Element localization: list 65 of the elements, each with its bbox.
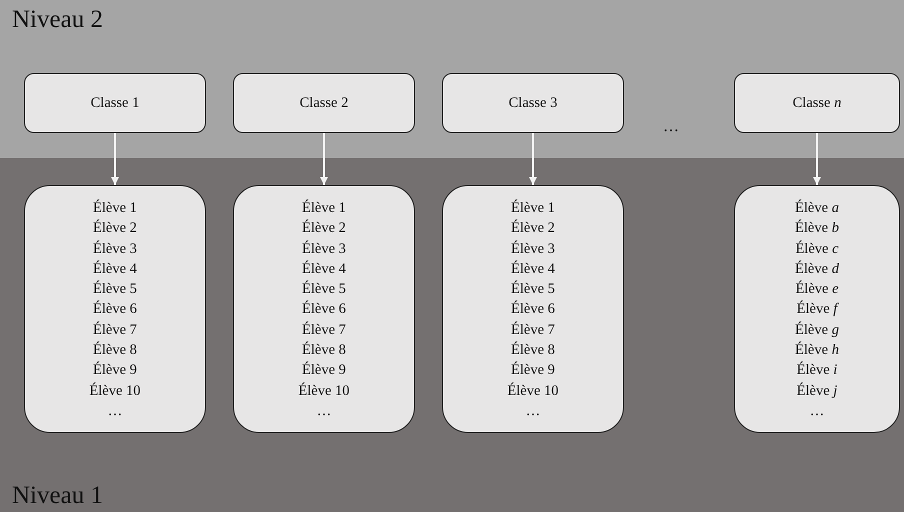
student-name: … <box>316 402 332 421</box>
student-name: Élève 3 <box>93 240 137 259</box>
student-name: … <box>526 402 540 421</box>
student-name: Élève 2 <box>93 218 137 238</box>
student-name: Élève 1 <box>511 198 555 218</box>
class-name: Classe n <box>792 94 842 113</box>
student-list-box <box>442 185 624 433</box>
class-name: Classe 3 <box>508 94 558 113</box>
class-box <box>442 73 624 133</box>
student-name: Élève 8 <box>93 340 137 360</box>
student-name: Élève 3 <box>302 240 346 259</box>
student-name: Élève g <box>795 320 839 340</box>
student-name: Élève 9 <box>511 360 555 380</box>
level-band <box>0 158 904 512</box>
student-name: Élève 3 <box>511 240 555 259</box>
student-name: Élève b <box>795 218 839 238</box>
student-name: Élève 2 <box>511 218 555 238</box>
arrow <box>529 133 537 185</box>
arrow <box>320 133 328 185</box>
student-name: Élève 4 <box>93 260 137 279</box>
student-name: Élève 7 <box>302 320 346 340</box>
class-box <box>233 73 415 133</box>
level-band <box>0 0 904 158</box>
student-name: Élève 7 <box>511 320 555 340</box>
student-name: … <box>108 402 122 421</box>
student-name: Élève 8 <box>511 340 555 360</box>
student-name: Élève 4 <box>302 260 346 279</box>
class-name: Classe 2 <box>300 94 348 113</box>
student-name: Élève 1 <box>302 198 346 218</box>
student-name: Élève a <box>795 198 839 218</box>
student-name: Élève 7 <box>93 320 137 340</box>
student-name: Élève 6 <box>93 300 137 320</box>
student-list-box <box>24 185 206 433</box>
student-name: Élève 10 <box>507 382 559 401</box>
arrow <box>111 133 119 185</box>
student-name: Élève i <box>796 360 838 380</box>
class-name: Classe 1 <box>90 94 140 113</box>
class-box <box>24 73 206 133</box>
student-name: … <box>810 402 824 421</box>
student-name: Élève 10 <box>89 382 141 401</box>
level-title: Niveau 2 <box>12 6 103 34</box>
student-name: Élève e <box>795 280 839 300</box>
student-list-box <box>734 185 900 433</box>
student-name: Élève h <box>795 340 839 360</box>
level-title: Niveau 1 <box>12 482 103 510</box>
student-name: Élève 4 <box>511 260 555 279</box>
student-name: Élève 5 <box>302 280 346 300</box>
student-name: Élève 5 <box>511 280 555 300</box>
class-box <box>734 73 900 133</box>
student-list-box <box>233 185 415 433</box>
student-name: Élève j <box>796 382 838 401</box>
student-name: Élève 6 <box>302 300 346 320</box>
arrow <box>813 133 821 185</box>
student-name: Élève f <box>796 300 838 320</box>
student-name: Élève d <box>795 260 839 279</box>
ellipsis: … <box>663 118 679 136</box>
student-name: Élève 2 <box>302 218 346 238</box>
student-name: Élève c <box>795 240 839 259</box>
student-name: Élève 1 <box>93 198 137 218</box>
student-name: Élève 8 <box>302 340 346 360</box>
student-name: Élève 5 <box>93 280 137 300</box>
student-name: Élève 9 <box>302 360 346 380</box>
student-name: Élève 9 <box>93 360 137 380</box>
student-name: Élève 6 <box>511 300 555 320</box>
student-name: Élève 10 <box>298 382 350 401</box>
